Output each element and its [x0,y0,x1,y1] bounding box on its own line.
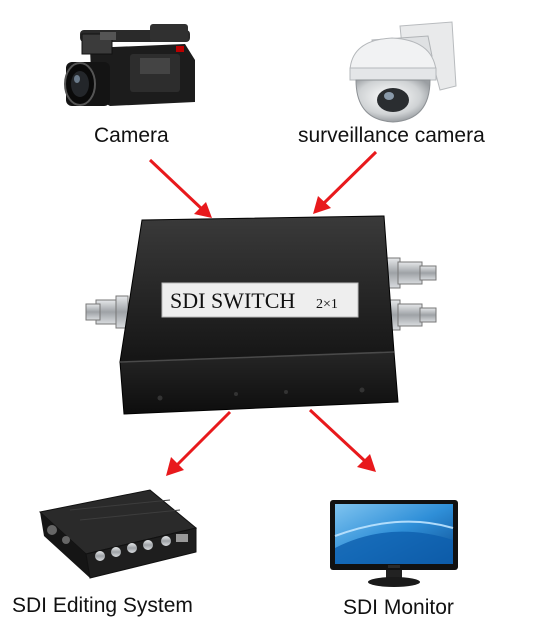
arrow-surveillance-to-switch [313,150,378,214]
monitor-icon [330,500,458,587]
dome-camera-icon [349,21,457,123]
sdi-switch-box: SDI SWITCH 2×1 [85,215,437,415]
video-camera-icon [64,24,195,106]
editing-system-label: SDI Editing System [12,594,193,617]
camera-label: Camera [94,124,169,147]
switch-label-text: SDI SWITCH [170,288,295,313]
surveillance-camera-label: surveillance camera [298,124,485,147]
arrow-camera-to-switch [148,158,212,218]
arrow-switch-to-monitor [308,408,376,472]
switch-ratio-text: 2×1 [316,297,338,312]
arrow-switch-to-editing [166,410,232,476]
editing-system-icon [38,489,198,579]
monitor-label: SDI Monitor [343,596,454,619]
